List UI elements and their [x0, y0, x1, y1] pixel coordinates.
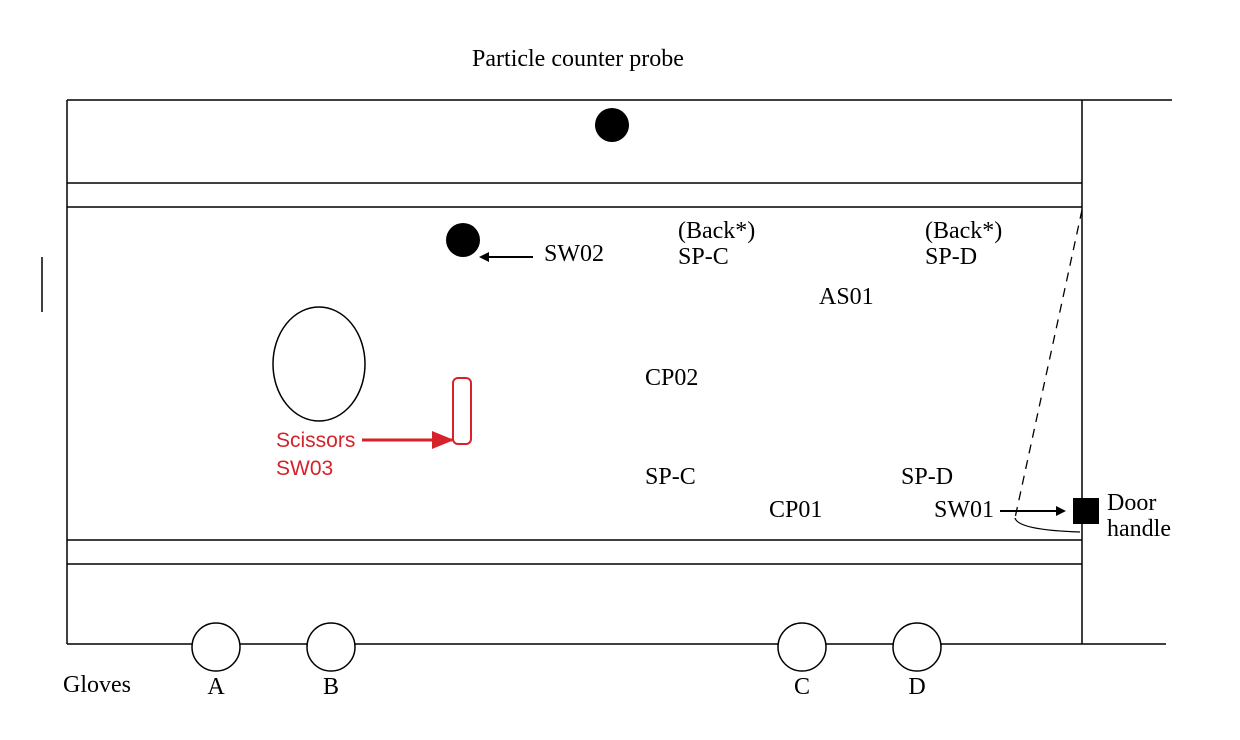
sp-c-back-label: SP-C — [678, 244, 729, 270]
sp-d-front-label: SP-D — [901, 464, 953, 490]
back-c-label: (Back*) — [678, 218, 755, 244]
door-swing-curve — [1014, 517, 1081, 533]
cp02-label: CP02 — [645, 365, 698, 391]
scissors-shape — [452, 377, 472, 445]
diagram-title: Particle counter probe — [472, 46, 684, 72]
gloves-label: Gloves — [63, 672, 131, 698]
sp-c-front-label: SP-C — [645, 464, 696, 490]
sw02-location-dot — [446, 223, 480, 257]
door-label: Door — [1107, 490, 1156, 516]
door-handle-square — [1073, 498, 1099, 524]
back-d-label: (Back*) — [925, 218, 1002, 244]
glove-d-label: D — [908, 674, 925, 700]
glove-port-c — [777, 622, 827, 672]
glove-port-a — [191, 622, 241, 672]
glove-a-label: A — [207, 674, 225, 700]
sw02-label: SW02 — [544, 241, 604, 267]
glove-b-label: B — [323, 674, 339, 700]
sw03-label: SW03 — [276, 457, 333, 480]
particle-counter-probe-dot — [595, 108, 629, 142]
cabinet-outline — [41, 99, 1172, 645]
sp-d-back-label: SP-D — [925, 244, 977, 270]
sw01-label: SW01 — [934, 497, 994, 523]
glove-port-b — [306, 622, 356, 672]
door-swing-dashed-line — [1014, 209, 1083, 519]
glove-port-d — [892, 622, 942, 672]
scissors-label: Scissors — [276, 429, 355, 452]
cp01-label: CP01 — [769, 497, 822, 523]
handle-label: handle — [1107, 516, 1171, 542]
oval-port-outline — [272, 306, 366, 422]
glove-c-label: C — [794, 674, 810, 700]
as01-label: AS01 — [819, 284, 874, 310]
